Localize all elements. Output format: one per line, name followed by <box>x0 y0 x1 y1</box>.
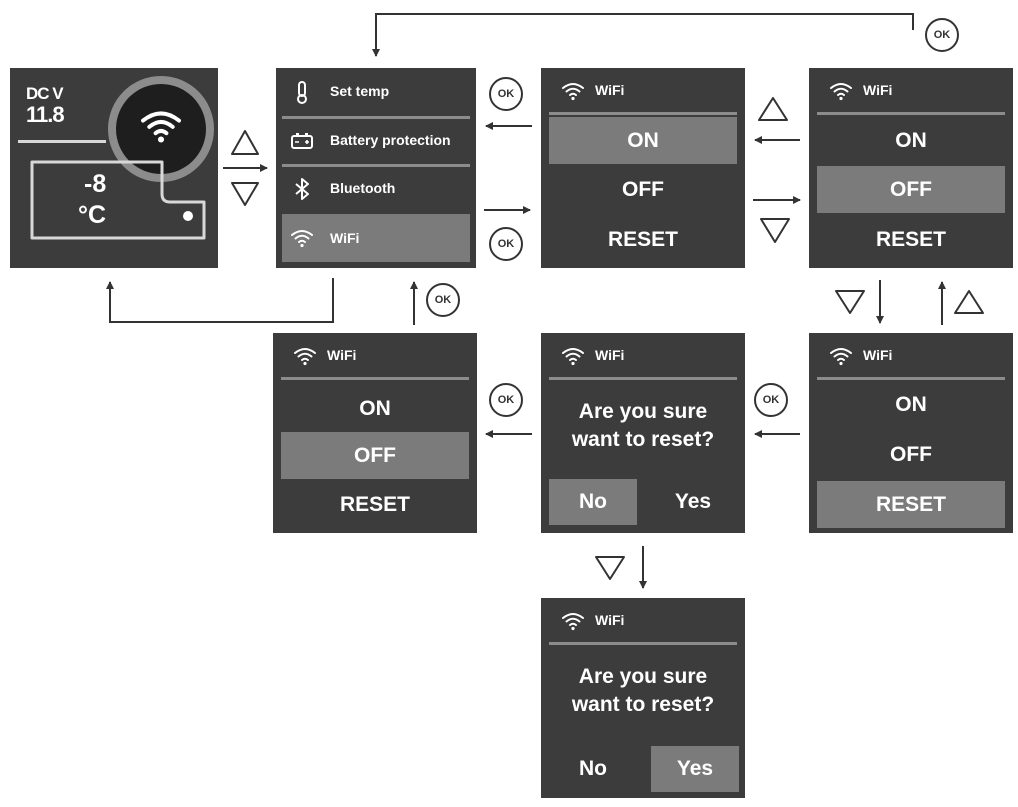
wifi-icon <box>141 111 181 143</box>
menu-divider <box>282 164 470 167</box>
temperature-frame <box>30 160 206 240</box>
ok-button[interactable]: OK <box>925 18 959 52</box>
ok-button[interactable]: OK <box>426 283 460 317</box>
no-button[interactable]: No <box>549 479 637 525</box>
ok-button[interactable]: OK <box>489 227 523 261</box>
option-reset[interactable]: RESET <box>875 228 946 251</box>
menu-to-home-arrow <box>106 278 334 323</box>
up-triangle-icon <box>231 130 259 155</box>
screen-title: WiFi <box>327 347 357 363</box>
down-triangle-icon <box>760 218 790 243</box>
option-reset[interactable]: RESET <box>607 228 678 251</box>
menu-divider <box>282 116 470 119</box>
screen-header: WiFi <box>809 68 1013 112</box>
option-on[interactable]: ON <box>895 393 927 416</box>
header-divider <box>281 377 469 380</box>
wifi-icon <box>291 230 313 248</box>
wifi-icon <box>562 613 584 631</box>
confirm-question-line-1: Are you sure <box>578 665 708 688</box>
menu-item-label: Set temp <box>330 83 390 99</box>
screen-header: WiFi <box>541 598 745 642</box>
confirm-reset-screen-yes: WiFi Are you sure want to reset? No Yes <box>541 598 745 798</box>
yes-button[interactable]: Yes <box>674 490 712 513</box>
bluetooth-icon <box>295 178 309 200</box>
down-triangle-icon <box>835 290 865 314</box>
screen-header: WiFi <box>809 333 1013 377</box>
menu-item-battery-protection[interactable]: Battery protection <box>282 119 470 163</box>
screen-title: WiFi <box>863 82 893 98</box>
screen-header: WiFi <box>541 68 745 112</box>
confirm-reset-screen-no: WiFi Are you sure want to reset? No Yes <box>541 333 745 533</box>
screen-title: WiFi <box>595 82 625 98</box>
screen-header: WiFi <box>273 333 477 377</box>
menu-item-bluetooth[interactable]: Bluetooth <box>282 167 470 211</box>
wifi-icon <box>830 83 852 101</box>
up-triangle-icon <box>954 290 984 314</box>
option-off[interactable]: OFF <box>817 166 1005 213</box>
header-divider <box>817 377 1005 380</box>
confirm-question-line-1: Are you sure <box>578 400 708 423</box>
back-to-menu-arrow <box>372 13 914 57</box>
down-triangle-icon <box>595 556 625 580</box>
ok-button[interactable]: OK <box>489 77 523 111</box>
option-on[interactable]: ON <box>895 129 927 152</box>
option-on[interactable]: ON <box>359 397 391 420</box>
voltage-label: DC V <box>26 84 64 103</box>
thermometer-icon <box>297 81 307 104</box>
no-button[interactable]: No <box>579 757 607 780</box>
option-off[interactable]: OFF <box>622 178 664 201</box>
option-off[interactable]: OFF <box>890 443 932 466</box>
option-reset[interactable]: RESET <box>817 481 1005 528</box>
screen-title: WiFi <box>595 612 625 628</box>
voltage-value: 11.8 <box>26 102 65 127</box>
up-triangle-icon <box>758 97 788 121</box>
wifi-screen-on: WiFi ON OFF RESET <box>541 68 745 268</box>
option-on[interactable]: ON <box>549 117 737 164</box>
header-divider <box>549 642 737 645</box>
battery-icon <box>291 133 313 149</box>
wifi-screen-reset: WiFi ON OFF RESET <box>809 333 1013 533</box>
wifi-icon <box>830 348 852 366</box>
home-divider <box>18 140 106 143</box>
header-divider <box>817 112 1005 115</box>
ok-button[interactable]: OK <box>754 383 788 417</box>
confirm-question-line-2: want to reset? <box>571 428 715 451</box>
yes-button[interactable]: Yes <box>651 746 739 792</box>
screen-header: WiFi <box>541 333 745 377</box>
menu-item-set-temp[interactable]: Set temp <box>282 70 470 114</box>
confirm-question-line-2: want to reset? <box>571 693 715 716</box>
header-divider <box>549 112 737 115</box>
down-triangle-icon <box>231 182 259 206</box>
screen-title: WiFi <box>595 347 625 363</box>
menu-item-wifi[interactable]: WiFi <box>282 214 470 262</box>
temperature-unit: °C <box>78 201 107 229</box>
wifi-screen-off: WiFi ON OFF RESET <box>809 68 1013 268</box>
temperature-value: -8 <box>84 170 107 198</box>
option-off[interactable]: OFF <box>281 432 469 479</box>
menu-item-label: WiFi <box>330 230 360 246</box>
screen-title: WiFi <box>863 347 893 363</box>
main-menu-screen: Set temp Battery protection Bluetooth Wi… <box>276 68 476 268</box>
menu-item-label: Bluetooth <box>330 180 396 196</box>
wifi-screen-after-reset: WiFi ON OFF RESET <box>273 333 477 533</box>
wifi-icon <box>562 348 584 366</box>
ok-button[interactable]: OK <box>489 383 523 417</box>
option-reset[interactable]: RESET <box>339 493 410 516</box>
wifi-icon <box>562 83 584 101</box>
menu-item-label: Battery protection <box>330 132 451 148</box>
header-divider <box>549 377 737 380</box>
wifi-icon <box>294 348 316 366</box>
home-screen: DC V 11.8 -8 °C <box>10 68 218 268</box>
